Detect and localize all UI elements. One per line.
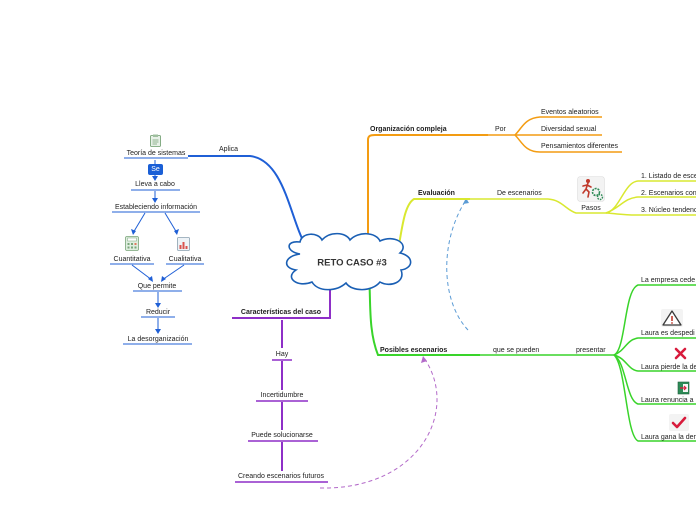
node-paso-3[interactable]: 3. Núcleo tendenc (641, 207, 696, 214)
relation-aplica[interactable]: Aplica (219, 146, 239, 153)
node-lleva-a-cabo[interactable]: Lleva a cabo (135, 181, 175, 188)
node-creando-escenarios-futuros[interactable]: Creando escenarios futuros (238, 473, 324, 480)
warning-icon (661, 309, 683, 332)
node-laura-despedida[interactable]: Laura es despedi (641, 330, 695, 337)
dashed-relation-escenarios (319, 357, 438, 489)
node-cuantitativa[interactable]: Cuantitativa (113, 256, 151, 263)
node-laura-renuncia[interactable]: Laura renuncia a (641, 397, 694, 404)
relation-de-escenarios[interactable]: De escenarios (497, 190, 542, 197)
red-x-icon (674, 347, 687, 365)
checkmark-icon (669, 414, 689, 436)
dashed-arrowhead-blue (463, 198, 469, 204)
dashed-relation-evaluacion (446, 199, 469, 331)
node-cualitativa[interactable]: Cualitativa (168, 256, 202, 263)
blue-arrowheads (131, 176, 179, 334)
central-topic-title[interactable]: RETO CASO #3 (317, 257, 387, 269)
node-se-badge[interactable]: Se (148, 164, 163, 175)
node-que-permite[interactable]: Que permite (137, 283, 177, 290)
node-empresa-cede[interactable]: La empresa cede (641, 277, 696, 284)
node-la-desorganizacion[interactable]: La desorganización (127, 336, 189, 343)
green-branch (368, 275, 696, 442)
node-evaluacion[interactable]: Evaluación (418, 190, 455, 197)
node-estableciendo-informacion[interactable]: Estableciendo información (114, 204, 198, 211)
node-paso-2[interactable]: 2. Escenarios con (641, 190, 696, 197)
exit-door-icon (677, 381, 691, 400)
se-label: Se (151, 166, 160, 173)
chart-icon (177, 237, 190, 256)
running-person-gears-icon (577, 176, 605, 207)
calculator-icon (125, 236, 139, 256)
node-diversidad-sexual[interactable]: Diversidad sexual (541, 126, 597, 133)
dashed-arrowhead-purple (421, 356, 427, 363)
relation-presentar[interactable]: presentar (576, 347, 606, 354)
blue-branch (110, 155, 307, 345)
purple-branch (232, 290, 331, 483)
node-laura-pierde[interactable]: Laura pierde la de (641, 364, 696, 371)
node-hay[interactable]: Hay (275, 351, 289, 358)
node-puede-solucionarse[interactable]: Puede solucionarse (251, 432, 313, 439)
central-cloud-shape (285, 232, 412, 291)
node-eventos-aleatorios[interactable]: Eventos aleatorios (541, 109, 599, 116)
node-pensamientos-diferentes[interactable]: Pensamientos diferentes (541, 143, 619, 150)
node-pasos[interactable]: Pasos (581, 205, 601, 212)
relation-por[interactable]: Por (495, 126, 506, 133)
node-posibles-escenarios[interactable]: Posibles escenarios (380, 347, 448, 354)
node-organizacion-compleja[interactable]: Organización compleja (370, 126, 447, 133)
node-paso-1[interactable]: 1. Listado de esce (641, 173, 696, 180)
node-laura-gana[interactable]: Laura gana la dem (641, 434, 696, 441)
orange-branch (367, 116, 622, 248)
node-reducir[interactable]: Reducir (145, 309, 171, 316)
relation-que-se-pueden[interactable]: que se pueden (493, 347, 540, 354)
node-teoria-de-sistemas[interactable]: Teoría de sistemas (126, 150, 186, 157)
node-caracteristicas-del-caso[interactable]: Características del caso (240, 309, 322, 316)
clipboard-icon (150, 134, 161, 152)
node-incertidumbre[interactable]: Incertidumbre (260, 392, 304, 399)
